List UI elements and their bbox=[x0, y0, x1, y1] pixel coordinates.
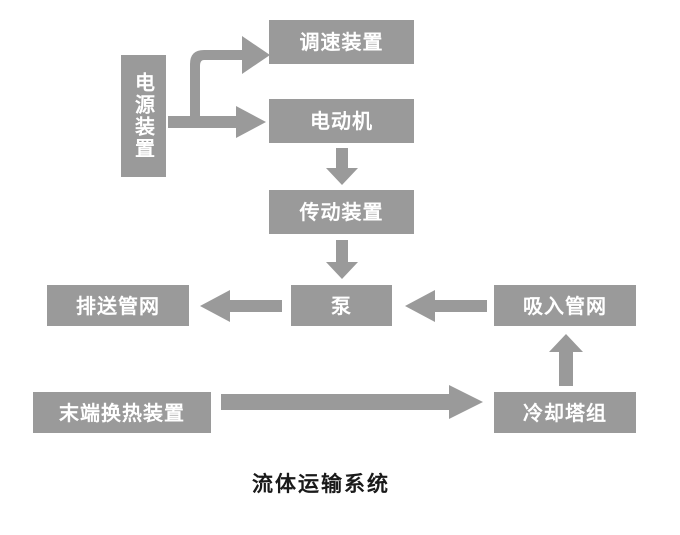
arrow-suction-to-pump bbox=[405, 290, 487, 322]
node-transmission-label: 传动装置 bbox=[299, 200, 384, 224]
node-power[interactable]: 电源装置 bbox=[121, 55, 166, 177]
node-discharge[interactable]: 排送管网 bbox=[47, 285, 189, 326]
node-suction[interactable]: 吸入管网 bbox=[494, 285, 636, 326]
node-transmission[interactable]: 传动装置 bbox=[269, 190, 414, 234]
node-power-label: 电源装置 bbox=[131, 72, 156, 160]
node-cooling[interactable]: 冷却塔组 bbox=[494, 392, 636, 433]
arrow-pump-to-discharge bbox=[200, 290, 282, 322]
node-speed-label: 调速装置 bbox=[299, 30, 384, 54]
arrow-power-to-speed bbox=[190, 36, 270, 122]
node-motor[interactable]: 电动机 bbox=[269, 99, 414, 143]
node-pump-label: 泵 bbox=[331, 293, 352, 318]
node-terminal[interactable]: 末端换热装置 bbox=[33, 392, 211, 433]
node-pump[interactable]: 泵 bbox=[291, 285, 392, 326]
arrow-terminal-to-cooling bbox=[221, 385, 483, 419]
node-speed[interactable]: 调速装置 bbox=[269, 20, 414, 64]
arrow-cooling-to-suction bbox=[549, 334, 583, 386]
node-suction-label: 吸入管网 bbox=[523, 293, 607, 318]
node-motor-label: 电动机 bbox=[310, 109, 373, 133]
arrow-power-to-motor bbox=[168, 106, 266, 138]
node-discharge-label: 排送管网 bbox=[76, 293, 160, 318]
node-terminal-label: 末端换热装置 bbox=[59, 400, 185, 425]
node-cooling-label: 冷却塔组 bbox=[523, 400, 607, 425]
diagram-caption: 流体运输系统 bbox=[252, 471, 390, 496]
arrow-motor-to-transmission bbox=[326, 148, 358, 185]
arrow-transmission-to-pump bbox=[326, 240, 358, 279]
